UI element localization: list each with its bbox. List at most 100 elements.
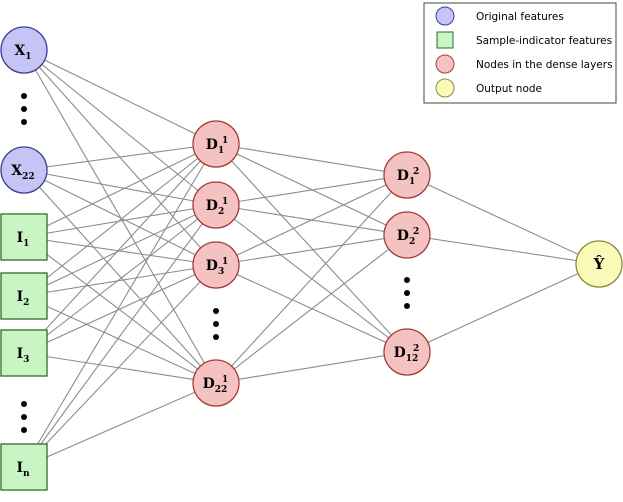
- dense1-label: D3: [206, 258, 224, 277]
- dense1-label: D1: [206, 137, 224, 156]
- dense2-node-0: D12: [383, 151, 431, 199]
- original-feature-circle: [0, 26, 48, 74]
- input-label: I3: [17, 346, 30, 365]
- dense1-node-1: D21: [192, 181, 240, 229]
- edge-input4-dense1-1: [23, 204, 217, 354]
- dense2-label-sup: 2: [413, 344, 419, 354]
- dense2-label: D1: [397, 168, 415, 187]
- dense2-ellipsis: [404, 277, 410, 309]
- legend-swatch-circle: [435, 6, 455, 26]
- dense1-ellipsis: [213, 308, 219, 340]
- edge-dense1-3-dense2-2: [215, 351, 408, 384]
- edge-input2-dense1-0: [23, 143, 217, 238]
- dense-node-circle: [192, 181, 240, 229]
- edge-input4-dense1-2: [23, 264, 217, 354]
- edge-dense1-3-dense2-0: [215, 174, 408, 384]
- input-ellipsis-original: [21, 93, 27, 125]
- input-ellipsis-indicator: [21, 401, 27, 433]
- output-node-circle: [575, 240, 623, 288]
- dense-node-circle: [192, 359, 240, 407]
- dense-node-circle: [192, 120, 240, 168]
- dense-node-circle: [383, 211, 431, 259]
- input-node-I3: I3: [0, 329, 48, 377]
- edge-input1-dense1-0: [23, 143, 217, 171]
- edge-dense2-1-output: [406, 234, 600, 265]
- edge-dense1-2-dense2-0: [215, 174, 408, 266]
- legend-item-original: Original features: [435, 6, 564, 26]
- legend-swatch-circle: [435, 78, 455, 98]
- edge-input5-dense1-2: [23, 264, 217, 468]
- legend-swatch-square: [436, 31, 454, 49]
- edge-input3-dense1-3: [23, 295, 217, 384]
- edge-dense2-2-output: [406, 263, 600, 353]
- input-node-In: In: [0, 443, 48, 491]
- edge-input5-dense1-3: [23, 382, 217, 468]
- connection-edges: [23, 49, 600, 468]
- edge-input3-dense1-2: [23, 264, 217, 297]
- edge-input4-dense1-0: [23, 143, 217, 354]
- dense1-label-sup: 1: [222, 136, 228, 146]
- input-node-X1: X1: [0, 26, 48, 74]
- edge-input5-dense1-0: [23, 143, 217, 468]
- edge-input3-dense1-0: [23, 143, 217, 297]
- dense2-node-1: D22: [383, 211, 431, 259]
- dense2-label-sup: 2: [413, 227, 419, 237]
- input-label: In: [16, 460, 30, 479]
- edge-dense1-2-dense2-1: [215, 234, 408, 266]
- indicator-feature-square: [0, 443, 48, 491]
- input-label: X1: [14, 43, 31, 62]
- input-label: I1: [17, 230, 30, 249]
- legend-label: Original features: [476, 11, 564, 23]
- edge-input1-dense1-3: [23, 169, 217, 384]
- edge-dense2-0-output: [406, 174, 600, 265]
- dense1-label-sup: 1: [222, 375, 228, 385]
- dense1-node-2: D31: [192, 241, 240, 289]
- edge-input0-dense1-1: [23, 49, 217, 206]
- input-node-I1: I1: [0, 213, 48, 261]
- output-label: Ŷ: [593, 255, 605, 273]
- ellipsis-markers: [21, 93, 410, 433]
- dense2-label: D12: [394, 345, 419, 364]
- dense1-label: D2: [206, 198, 224, 217]
- dense-node-circle: [192, 241, 240, 289]
- input-node-I2: I2: [0, 272, 48, 320]
- indicator-feature-square: [0, 272, 48, 320]
- legend-box: [423, 2, 617, 104]
- dense1-label-sup: 1: [222, 197, 228, 207]
- original-feature-circle: [0, 146, 48, 194]
- indicator-feature-square: [0, 329, 48, 377]
- edge-input5-dense1-1: [23, 204, 217, 468]
- legend-item-output: Output node: [435, 78, 542, 98]
- legend-item-indicator: Sample-indicator features: [436, 31, 612, 49]
- edge-input3-dense1-1: [23, 204, 217, 297]
- edge-input2-dense1-3: [23, 236, 217, 384]
- edge-input4-dense1-3: [23, 352, 217, 384]
- edge-input0-dense1-0: [23, 49, 217, 145]
- dense1-label-sup: 1: [222, 257, 228, 267]
- dense2-label: D2: [397, 228, 415, 247]
- edge-input2-dense1-1: [23, 204, 217, 238]
- output-node: Ŷ: [575, 240, 623, 288]
- indicator-feature-square: [0, 213, 48, 261]
- legend-label: Output node: [476, 83, 542, 95]
- edge-input1-dense1-1: [23, 169, 217, 206]
- legend-swatch-circle: [435, 54, 455, 74]
- edge-dense1-1-dense2-0: [215, 174, 408, 206]
- dense2-label-sup: 2: [413, 167, 419, 177]
- edge-dense1-0-dense2-0: [215, 143, 408, 176]
- dense-node-circle: [383, 328, 431, 376]
- dense-node-circle: [383, 151, 431, 199]
- edge-dense1-0-dense2-2: [215, 143, 408, 353]
- dense1-node-0: D11: [192, 120, 240, 168]
- input-node-X22: X22: [0, 146, 48, 194]
- input-label: I2: [17, 289, 30, 308]
- legend-label: Nodes in the dense layers: [476, 59, 613, 71]
- legend-item-dense: Nodes in the dense layers: [435, 54, 613, 74]
- dense1-label: D22: [203, 376, 228, 395]
- edge-input0-dense1-3: [23, 49, 217, 384]
